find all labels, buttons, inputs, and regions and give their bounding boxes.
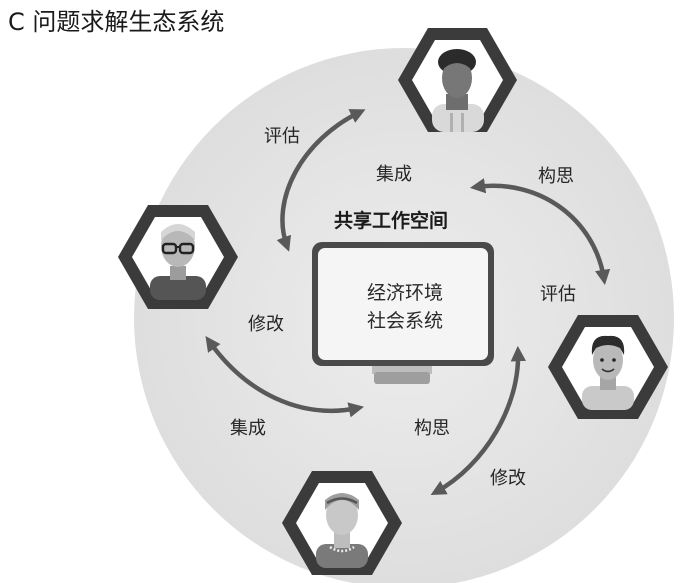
monitor-icon	[312, 242, 494, 384]
label-integrate-top: 集成	[376, 164, 412, 185]
participant-top	[398, 28, 517, 132]
screen-line-1: 经济环境	[366, 282, 443, 304]
double-headed-arrow-icon	[276, 109, 366, 252]
person-bun-hair-icon	[432, 49, 484, 132]
person-glasses-icon	[150, 224, 206, 300]
participant-bottom	[282, 471, 402, 575]
label-modify-left: 修改	[248, 314, 284, 335]
arrows	[205, 109, 611, 495]
double-headed-arrow-icon	[430, 345, 526, 495]
workspace-title: 共享工作空间	[334, 210, 449, 232]
label-integrate-bottom-left: 集成	[230, 418, 266, 439]
label-evaluate-top-left: 评估	[264, 126, 300, 147]
label-ideate-top-right: 构思	[538, 166, 574, 187]
participant-left	[118, 205, 238, 309]
person-short-hair-icon	[582, 335, 634, 410]
double-headed-arrow-icon	[469, 178, 611, 286]
participant-right	[548, 315, 668, 419]
double-headed-arrow-icon	[205, 336, 364, 418]
label-ideate-bottom: 构思	[414, 418, 450, 439]
person-headband-icon	[316, 493, 368, 568]
label-modify-bottom-right: 修改	[490, 468, 526, 489]
label-evaluate-right: 评估	[540, 284, 576, 305]
screen-line-2: 社会系统	[366, 310, 443, 332]
page-title: C 问题求解生态系统	[8, 8, 225, 36]
